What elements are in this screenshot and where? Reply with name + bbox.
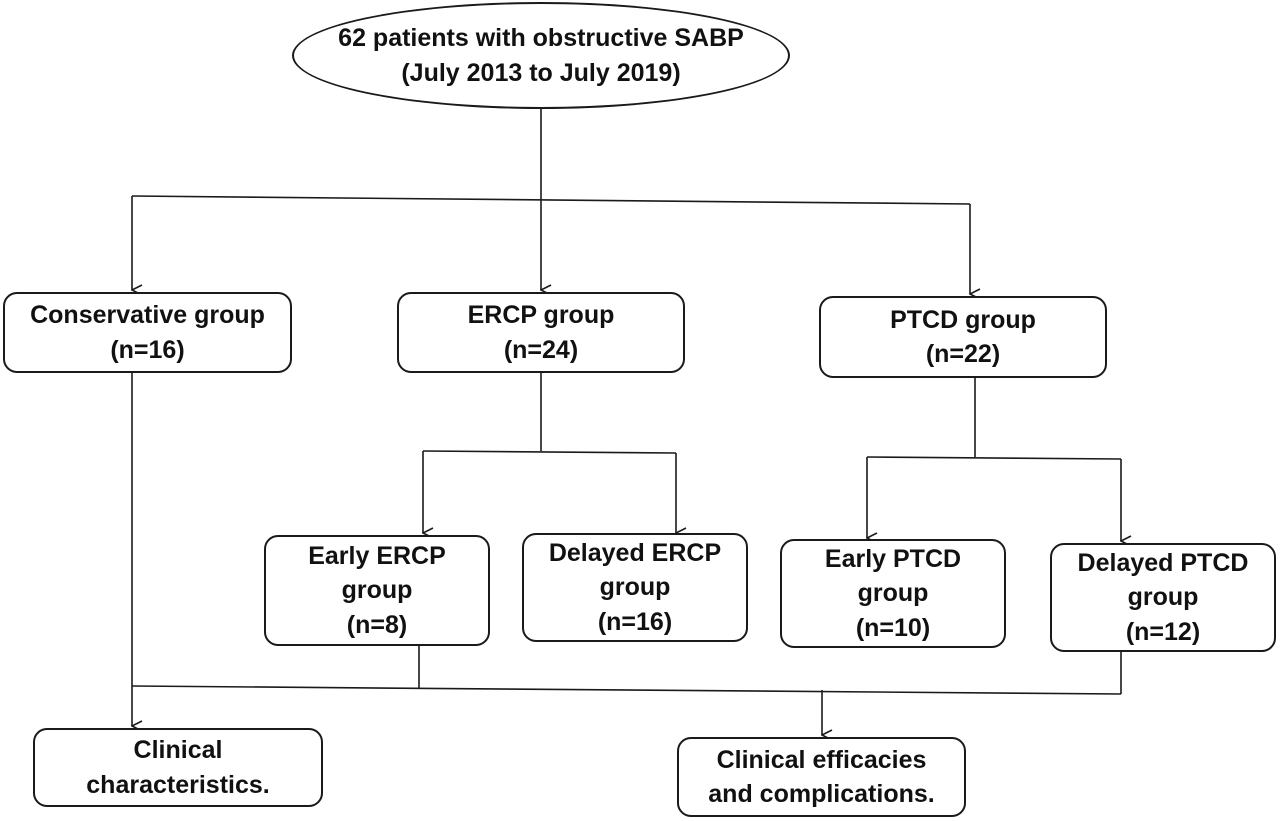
ercp-group-box: ERCP group (n=24) — [397, 292, 685, 373]
early-ptcd-count: (n=10) — [855, 613, 931, 642]
connector-ercp-bus — [422, 450, 677, 454]
delayed-ptcd-count: (n=12) — [1125, 617, 1201, 646]
ercp-group-title: ERCP group — [467, 301, 615, 329]
delayed-ptcd-line1: Delayed PTCD — [1077, 548, 1249, 577]
conservative-group-count: (n=16) — [110, 335, 185, 364]
delayed-ptcd-line2: group — [1127, 583, 1199, 612]
connector-bottom-bus — [131, 685, 1122, 695]
early-ptcd-group-box: Early PTCD group (n=10) — [780, 539, 1006, 648]
ercp-group-count: (n=24) — [503, 335, 579, 364]
clinical-efficacies-line1: Clinical efficacies — [716, 745, 927, 774]
connector-top-bus — [131, 195, 971, 205]
early-ptcd-line1: Early PTCD — [824, 544, 962, 573]
clinical-characteristics-box: Clinical characteristics. — [33, 728, 323, 807]
early-ptcd-line2: group — [857, 579, 929, 608]
start-node-line2: (July 2013 to July 2019) — [401, 58, 681, 87]
conservative-group-title: Conservative group — [30, 301, 265, 329]
early-ercp-line2: group — [341, 576, 413, 605]
delayed-ercp-line2: group — [599, 573, 671, 602]
start-node-line1: 62 patients with obstructive SABP — [338, 24, 744, 52]
start-node: 62 patients with obstructive SABP (July … — [292, 2, 790, 109]
delayed-ercp-count: (n=16) — [597, 607, 673, 636]
connector-ptcd-bus — [866, 456, 1122, 460]
ptcd-group-count: (n=22) — [925, 340, 1001, 368]
clinical-efficacies-line2: and complications. — [708, 780, 935, 808]
early-ercp-group-box: Early ERCP group (n=8) — [264, 535, 490, 646]
ptcd-group-box: PTCD group (n=22) — [819, 296, 1107, 378]
clinical-characteristics-line2: characteristics. — [86, 770, 270, 799]
early-ercp-count: (n=8) — [346, 610, 408, 639]
ptcd-group-title: PTCD group — [890, 305, 1036, 334]
clinical-efficacies-box: Clinical efficacies and complications. — [677, 737, 966, 817]
delayed-ercp-group-box: Delayed ERCP group (n=16) — [522, 533, 748, 642]
delayed-ercp-line1: Delayed ERCP — [548, 538, 722, 567]
conservative-group-box: Conservative group (n=16) — [3, 292, 292, 373]
clinical-characteristics-line1: Clinical — [133, 736, 223, 764]
delayed-ptcd-group-box: Delayed PTCD group (n=12) — [1050, 543, 1276, 652]
early-ercp-line1: Early ERCP — [308, 541, 446, 570]
